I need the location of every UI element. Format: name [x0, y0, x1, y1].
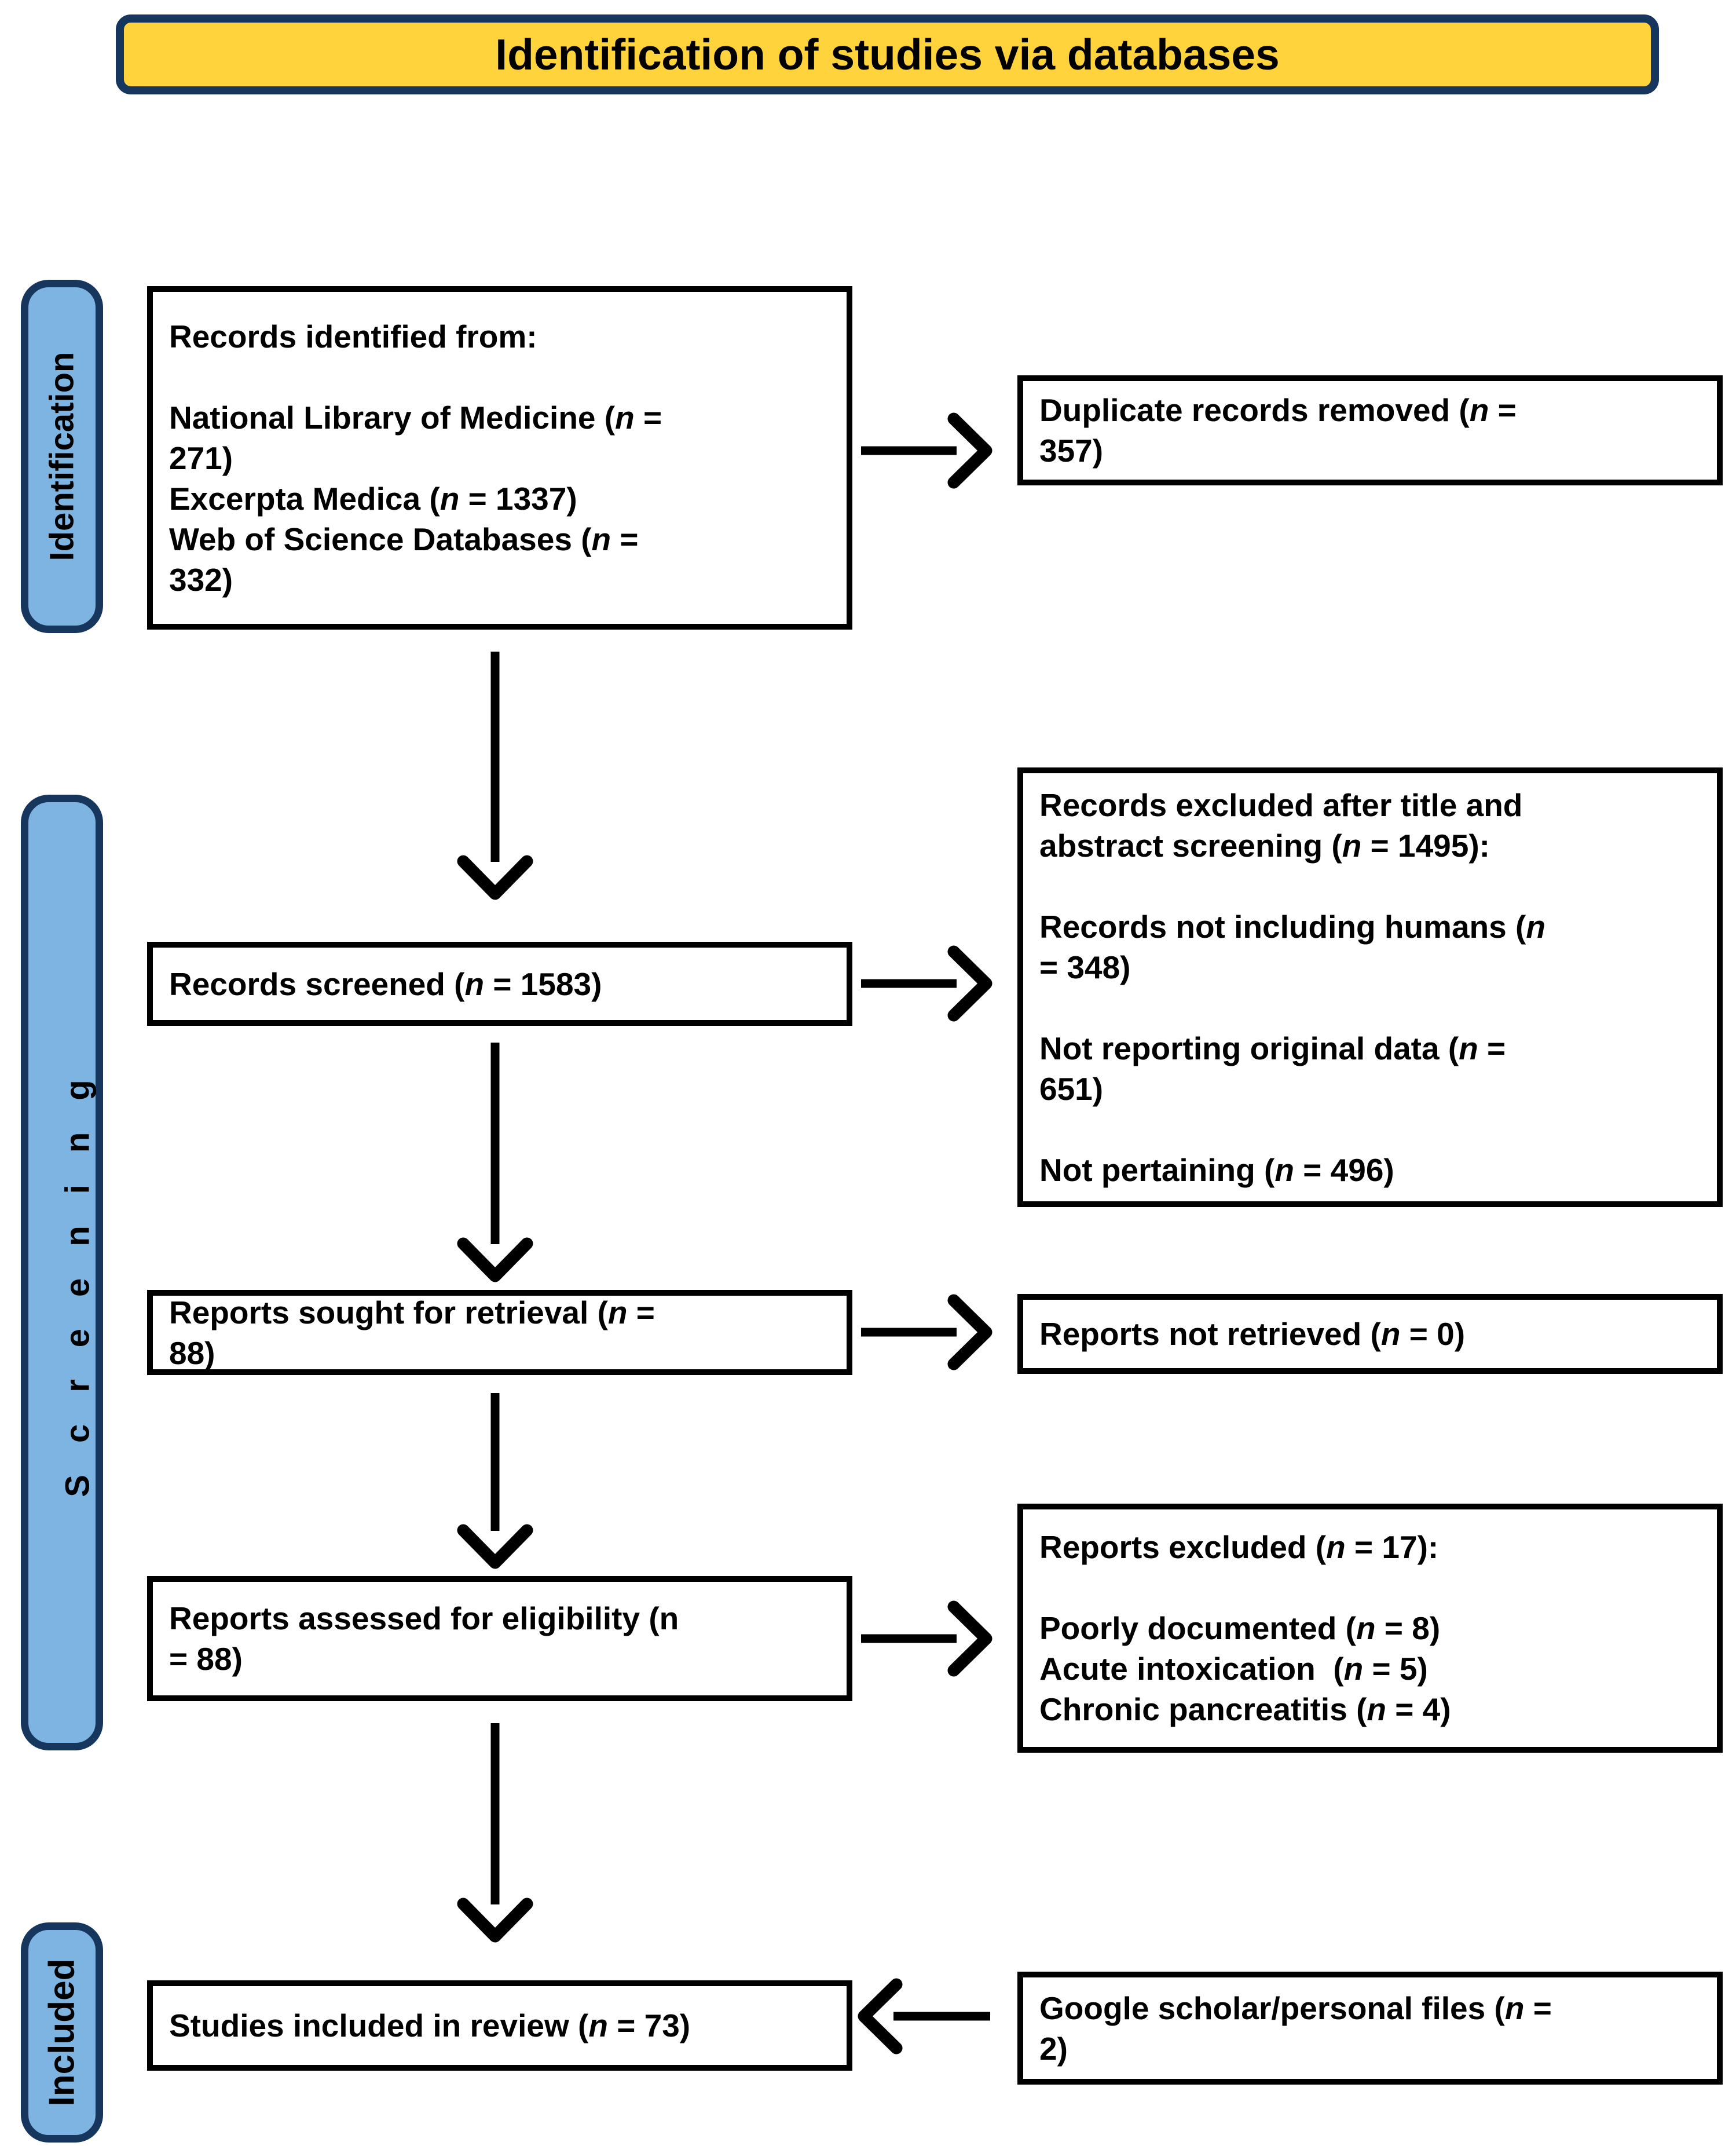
arrow-screened-to-sought-icon [457, 1043, 533, 1282]
arrow-identified-to-screened-icon [457, 652, 533, 900]
arrow-identified-to-duplicates-icon [861, 412, 992, 489]
arrow-screened-to-excluded-icon [861, 945, 992, 1022]
reports-sought-box: Reports sought for retrieval (n =88) [147, 1290, 852, 1375]
stage-label-included: Included [21, 1922, 103, 2143]
stage-label-text: Included [42, 1958, 82, 2107]
records-identified-box: Records identified from: National Librar… [147, 286, 852, 630]
reports-excluded-box: Reports excluded (n = 17): Poorly docume… [1017, 1504, 1723, 1753]
stage-label-identification: Identification [21, 280, 103, 633]
stage-label-screening: Screening [21, 795, 103, 1750]
arrow-google-to-included-icon [858, 1978, 990, 2054]
studies-included-box: Studies included in review (n = 73) [147, 1980, 852, 2071]
arrow-assessed-to-excluded-icon [861, 1600, 992, 1677]
records-screened-box: Records screened (n = 1583) [147, 942, 852, 1026]
arrow-sought-to-assessed-icon [457, 1393, 533, 1569]
diagram-title: Identification of studies via databases [495, 30, 1280, 79]
title-banner: Identification of studies via databases [116, 14, 1659, 94]
stage-label-text: Identification [43, 352, 81, 561]
reports-assessed-box: Reports assessed for eligibility (n= 88) [147, 1576, 852, 1701]
stage-label-text: Screening [58, 1048, 97, 1497]
arrow-assessed-to-included-icon [457, 1723, 533, 1943]
arrow-sought-to-not-retrieved-icon [861, 1294, 992, 1370]
google-scholar-box: Google scholar/personal files (n =2) [1017, 1972, 1723, 2085]
duplicate-records-removed-box: Duplicate records removed (n =357) [1017, 375, 1723, 485]
reports-not-retrieved-box: Reports not retrieved (n = 0) [1017, 1294, 1723, 1374]
